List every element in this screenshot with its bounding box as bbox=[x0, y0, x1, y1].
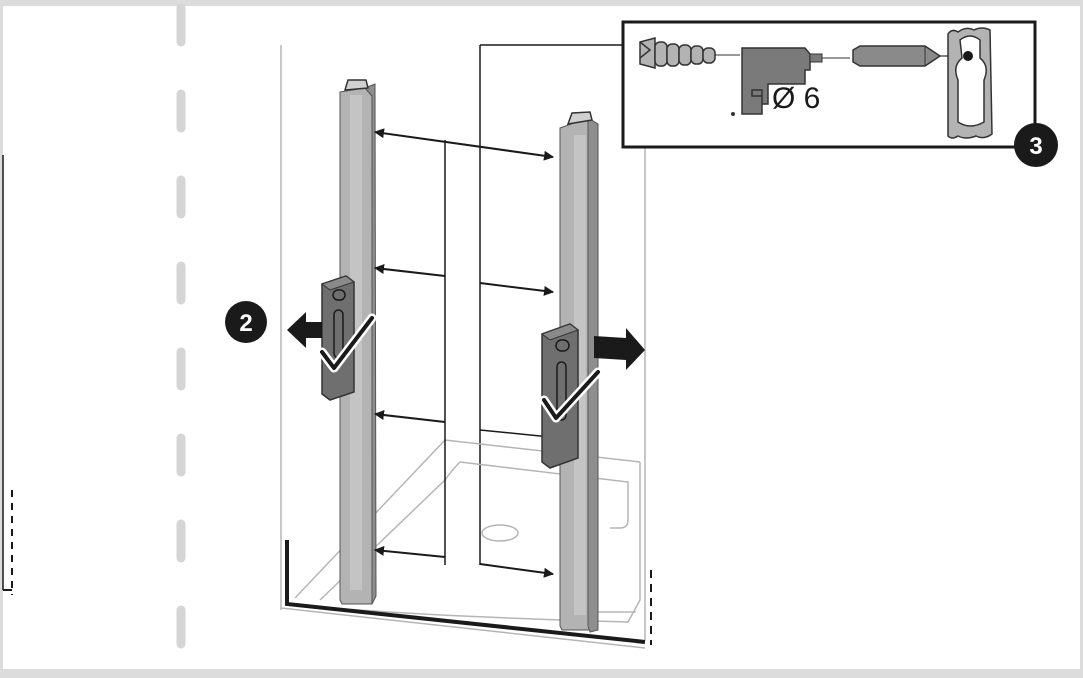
checkmark-icon bbox=[320, 316, 374, 370]
drill-diameter-label: Ø 6 bbox=[772, 82, 820, 115]
checkmark-icon bbox=[542, 370, 600, 420]
step-3-number: 3 bbox=[1029, 133, 1042, 160]
mounting-detail-inset: Ø 6 bbox=[621, 20, 1037, 149]
right-bracket bbox=[540, 323, 580, 469]
screw-icon bbox=[852, 45, 966, 67]
spacing-arrows bbox=[374, 128, 554, 578]
wall-joint-lines bbox=[285, 540, 646, 644]
step-2-number: 2 bbox=[239, 310, 252, 337]
wall-plug-icon bbox=[639, 37, 740, 69]
previous-step-fragment bbox=[2, 155, 13, 595]
move-right-arrow-icon bbox=[594, 328, 645, 370]
left-bracket bbox=[320, 275, 356, 401]
step-2-badge: 2 bbox=[225, 301, 267, 343]
drain-icon bbox=[481, 524, 519, 542]
move-left-arrow-icon bbox=[287, 312, 322, 348]
right-wall-profile bbox=[559, 111, 599, 633]
drill-bit-icon bbox=[731, 47, 850, 116]
keyhole-bracket-icon bbox=[947, 27, 993, 139]
step-3-badge: 3 bbox=[1014, 123, 1058, 167]
